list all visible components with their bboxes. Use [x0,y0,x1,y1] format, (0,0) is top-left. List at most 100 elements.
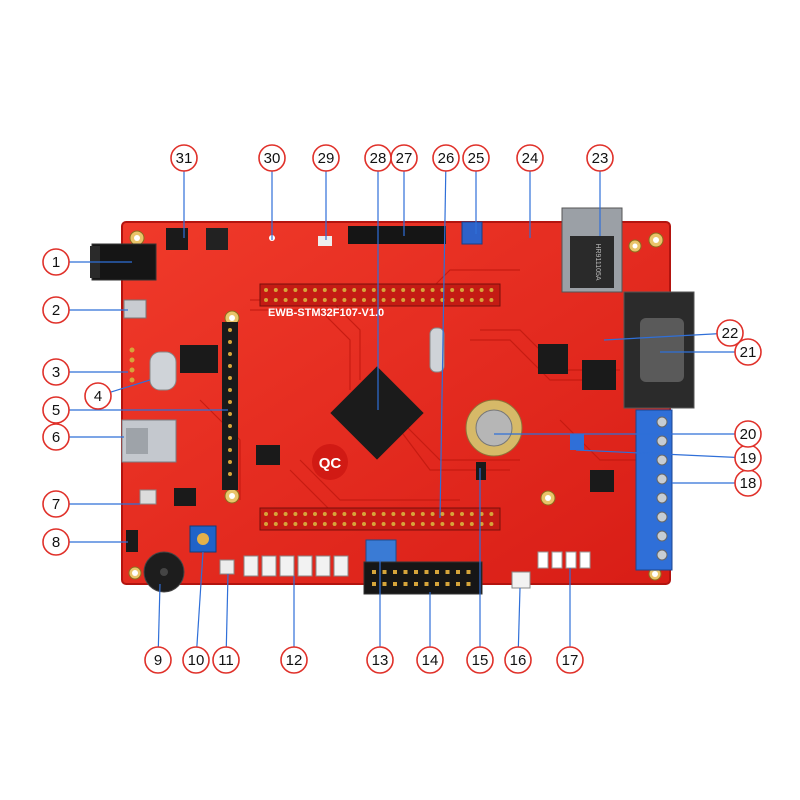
light-sensor [139,489,157,505]
callout-circle [42,490,70,518]
jumper-right [570,434,584,450]
logo-text: QC [319,455,342,472]
leader-line-4 [110,379,151,393]
callout-26: 26 [432,144,460,172]
top-pin-header [348,226,446,244]
boot-jumper [365,539,397,563]
callout-circle [734,420,762,448]
callout-2: 2 [42,296,70,324]
callout-circle [462,144,490,172]
leader-line-9 [157,583,161,648]
callout-22: 22 [716,319,744,347]
callout-circle [504,646,532,674]
jumper-center [476,462,486,480]
callout-number: 21 [740,344,757,361]
callout-31: 31 [170,144,198,172]
callout-number: 14 [422,652,439,669]
main-crystal [429,327,445,373]
wakeup-button [511,571,531,589]
jtag-pins [372,570,471,586]
uart-pin-header [129,347,135,383]
buzzer-center [160,568,168,576]
callout-number: 31 [176,150,193,167]
board-model-label: EWB-STM32F107-V1.0 [268,307,384,319]
top-gpio-pins [264,288,494,302]
callout-29: 29 [312,144,340,172]
leader-line-11 [225,573,229,648]
callout-30: 30 [258,144,286,172]
vertical-pin-header [222,322,238,490]
rj45-body [570,236,614,288]
callout-circle [556,646,584,674]
terminal-block [635,409,673,571]
eeprom-chip [174,488,196,506]
callout-circle [366,646,394,674]
callout-16: 16 [504,646,532,674]
callout-21: 21 [734,338,762,366]
callout-number: 20 [740,426,757,443]
logo-badge [312,444,348,480]
terminal-screws [656,416,668,561]
jtag-connector [363,561,483,595]
pcb-traces [199,269,640,511]
coin-battery [475,409,513,447]
mcu-chip [330,366,424,460]
callout-7: 7 [42,490,70,518]
callout-number: 17 [562,652,579,669]
callout-number: 7 [52,496,60,513]
callout-circle [42,296,70,324]
callout-circle [212,646,240,674]
leader-line-19 [575,449,736,458]
callout-number: 10 [188,652,205,669]
callout-circle [416,646,444,674]
callout-circle [516,144,544,172]
callout-13: 13 [366,646,394,674]
callout-number: 27 [396,150,413,167]
callout-circle [432,144,460,172]
callout-20: 20 [734,420,762,448]
callout-number: 19 [740,450,757,467]
vertical-header-pins [228,328,232,476]
callout-number: 23 [592,150,609,167]
callout-24: 24 [516,144,544,172]
callout-4: 4 [84,382,112,410]
callout-circle [42,358,70,386]
callout-number: 5 [52,402,60,419]
callout-1: 1 [42,248,70,276]
reset-button [219,559,235,575]
callout-number: 16 [510,652,527,669]
bottom-gpio-header [259,507,501,531]
callout-28: 28 [364,144,392,172]
small-button [318,236,332,246]
callout-6: 6 [42,423,70,451]
callout-number: 18 [740,475,757,492]
callout-27: 27 [390,144,418,172]
callout-circle [280,646,308,674]
callout-circle [586,144,614,172]
crystal-oscillator [149,351,177,391]
callout-number: 22 [722,325,739,342]
callout-circle [170,144,198,172]
trim-pot [461,221,483,245]
power-switch [166,228,188,250]
mini-usb-port [123,299,147,319]
callout-circle [716,319,744,347]
status-leds [537,551,591,569]
callout-number: 12 [286,652,303,669]
ethernet-phy-chip [538,344,568,374]
callout-circle [734,338,762,366]
callout-circle [364,144,392,172]
callout-18: 18 [734,469,762,497]
callout-circle [42,528,70,556]
callout-number: 1 [52,254,60,271]
user-key-buttons [243,555,349,577]
callout-3: 3 [42,358,70,386]
callout-number: 9 [154,652,162,669]
callout-number: 24 [522,150,539,167]
leader-line-16 [517,587,521,648]
callout-8: 8 [42,528,70,556]
callout-circle [42,248,70,276]
rs232-chip [582,360,616,390]
